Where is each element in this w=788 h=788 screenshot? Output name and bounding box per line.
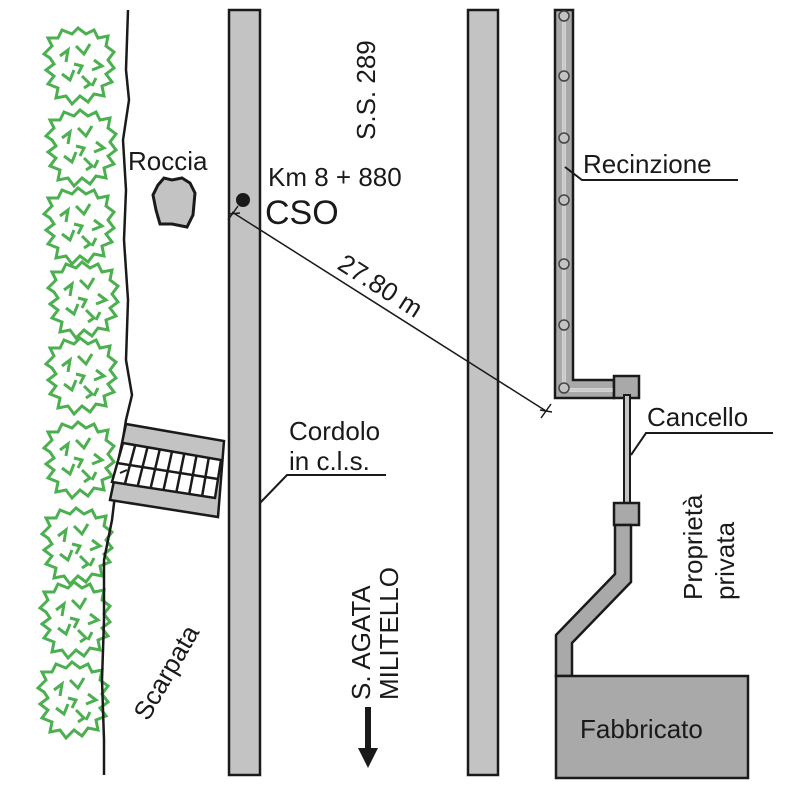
rock-label: Roccia: [128, 146, 208, 176]
private-property-label-1: Proprietà: [678, 494, 708, 600]
gate-leader: [630, 432, 773, 456]
road-label: S.S. 289: [351, 40, 381, 140]
boundary-wall: [554, 523, 633, 678]
direction-label-2: MILITELLO: [374, 567, 404, 700]
private-property-label-2: privata: [710, 521, 740, 600]
tree-icon: [44, 108, 118, 188]
curb-label-1: Cordolo: [289, 416, 380, 446]
stair-tread: [188, 455, 198, 495]
stair-tread: [175, 453, 186, 493]
distance-dimension: [227, 205, 553, 419]
left-curb: [227, 8, 262, 777]
fence-label: Recinzione: [583, 149, 712, 179]
tree-icon: [42, 186, 116, 266]
fence-post-icon: [558, 258, 570, 270]
stairs: [108, 422, 226, 519]
arrow-down-icon: [358, 707, 378, 768]
fence-post-icon: [558, 194, 570, 206]
building: [554, 674, 750, 780]
tree-icon: [46, 260, 120, 340]
curb-leader: [259, 474, 386, 504]
gate-pillar-bottom: [612, 501, 641, 527]
gate-bar: [623, 394, 631, 508]
km-marker-label: Km 8 + 880: [268, 162, 402, 192]
gate-label: Cancello: [647, 402, 748, 432]
stair-tread: [123, 444, 137, 485]
stair-tread: [162, 451, 174, 491]
tree-row: [36, 26, 120, 740]
fence-post-icon: [558, 319, 570, 331]
fence-post-icon: [558, 10, 570, 22]
tree-icon: [40, 506, 114, 586]
fence-leader: [564, 166, 738, 181]
cso-point-icon: [236, 193, 250, 207]
tree-icon: [44, 336, 118, 416]
tree-icon: [42, 26, 116, 106]
tree-icon: [38, 580, 112, 660]
fence-post-icon: [558, 70, 570, 82]
direction-label-1: S. AGATA: [346, 585, 376, 700]
tree-icon: [36, 660, 110, 740]
stair-tread: [149, 449, 161, 489]
slope-edge-line: [100, 9, 134, 775]
slope-label: Scarpata: [127, 619, 205, 725]
tree-icon: [42, 420, 116, 500]
stair-tread: [200, 457, 210, 497]
fence-post-icon: [558, 382, 570, 394]
cso-label: CSO: [265, 194, 339, 232]
right-curb: [466, 8, 500, 777]
rock-shape: [151, 176, 197, 229]
fence-post-icon: [558, 132, 570, 144]
curb-label-2: in c.l.s.: [289, 446, 370, 476]
building-label: Fabbricato: [580, 714, 703, 744]
fence: [553, 8, 616, 400]
stair-tread: [136, 446, 149, 487]
